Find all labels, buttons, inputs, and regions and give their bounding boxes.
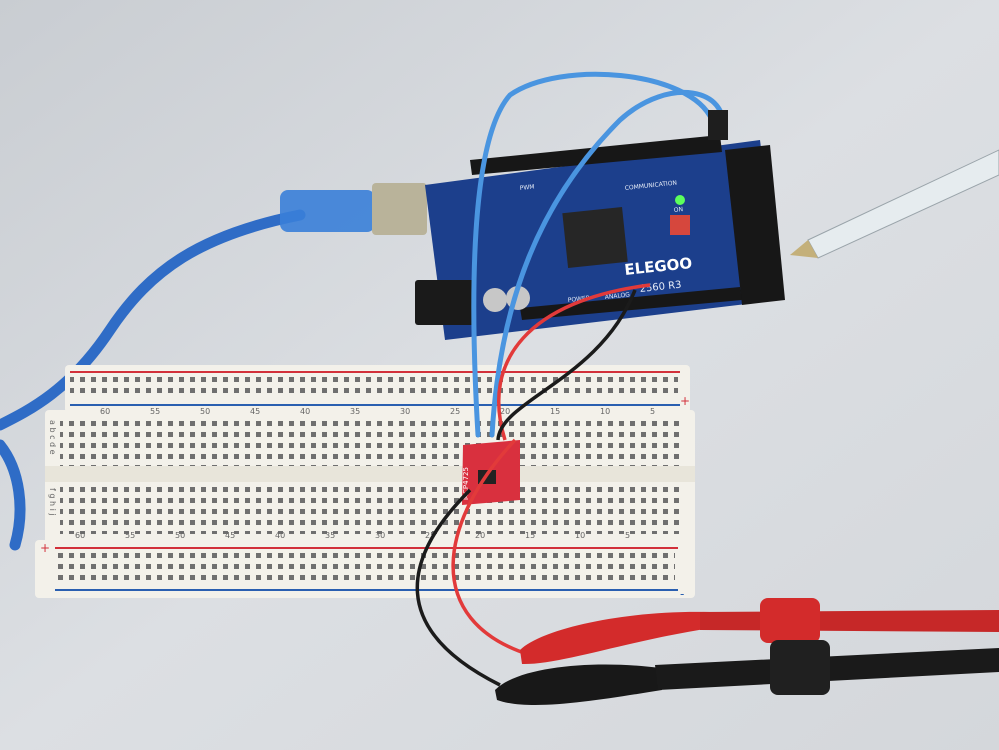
arduino-model-label: 2560 R3 <box>639 280 682 295</box>
column-number: 60 <box>75 531 85 540</box>
black-wire-top <box>496 289 637 441</box>
jumper-wires <box>415 71 728 687</box>
rail-minus-bottom: - <box>680 587 684 601</box>
column-number: 35 <box>325 531 335 540</box>
pen <box>790 149 999 259</box>
column-number: 5 <box>625 531 630 540</box>
column-number: 45 <box>250 407 260 416</box>
blue-wire-2 <box>489 89 726 438</box>
column-number: 35 <box>350 407 360 416</box>
mcp4725-module: MCP4725 <box>462 440 520 505</box>
row-letters-bottom: f g h i j <box>48 488 57 516</box>
arduino-analog-label: ANALOG <box>604 291 630 301</box>
column-number: 55 <box>125 531 135 540</box>
blue-wire-1 <box>471 71 715 438</box>
column-number: 10 <box>575 531 585 540</box>
module-label: MCP4725 <box>462 467 470 500</box>
arduino-on-label: ON <box>673 206 683 214</box>
red-wire-bottom <box>451 438 531 657</box>
arduino-mega-board: ELEGOO 2560 R3 COMMUNICATION PWM ON POWE… <box>415 135 785 340</box>
column-number: 5 <box>650 407 655 416</box>
multimeter-probes <box>495 598 999 706</box>
column-number: 30 <box>400 407 410 416</box>
column-number: 60 <box>100 407 110 416</box>
red-alligator-clip <box>520 611 712 665</box>
column-number: 25 <box>450 407 460 416</box>
black-wire-bottom <box>415 488 501 687</box>
column-numbers-top: 60 55 50 45 40 35 30 25 20 15 10 5 <box>100 407 655 416</box>
arduino-power-label: POWER <box>567 295 590 304</box>
usb-cable <box>0 183 427 551</box>
column-number: 50 <box>175 531 185 540</box>
column-number: 30 <box>375 531 385 540</box>
column-number: 40 <box>275 531 285 540</box>
red-wire-top <box>496 283 651 441</box>
row-letters-top: a b c d e <box>48 420 57 455</box>
column-number: 15 <box>525 531 535 540</box>
breadboard: + - a b c d e f g h i j + - 605550454035… <box>35 365 695 601</box>
arduino-pwm-label: PWM <box>519 183 534 192</box>
rail-plus-top: + <box>680 394 690 408</box>
column-number: 10 <box>600 407 610 416</box>
column-number: 15 <box>550 407 560 416</box>
column-number: 20 <box>500 407 510 416</box>
column-number: 55 <box>150 407 160 416</box>
rail-plus-bottom: + <box>40 541 50 555</box>
column-number: 50 <box>200 407 210 416</box>
column-number: 25 <box>425 531 435 540</box>
black-alligator-clip <box>495 664 662 706</box>
column-number: 40 <box>300 407 310 416</box>
column-numbers-bottom: 60 55 50 45 40 35 30 25 20 15 10 5 <box>75 531 630 540</box>
column-number: 45 <box>225 531 235 540</box>
column-number: 20 <box>475 531 485 540</box>
